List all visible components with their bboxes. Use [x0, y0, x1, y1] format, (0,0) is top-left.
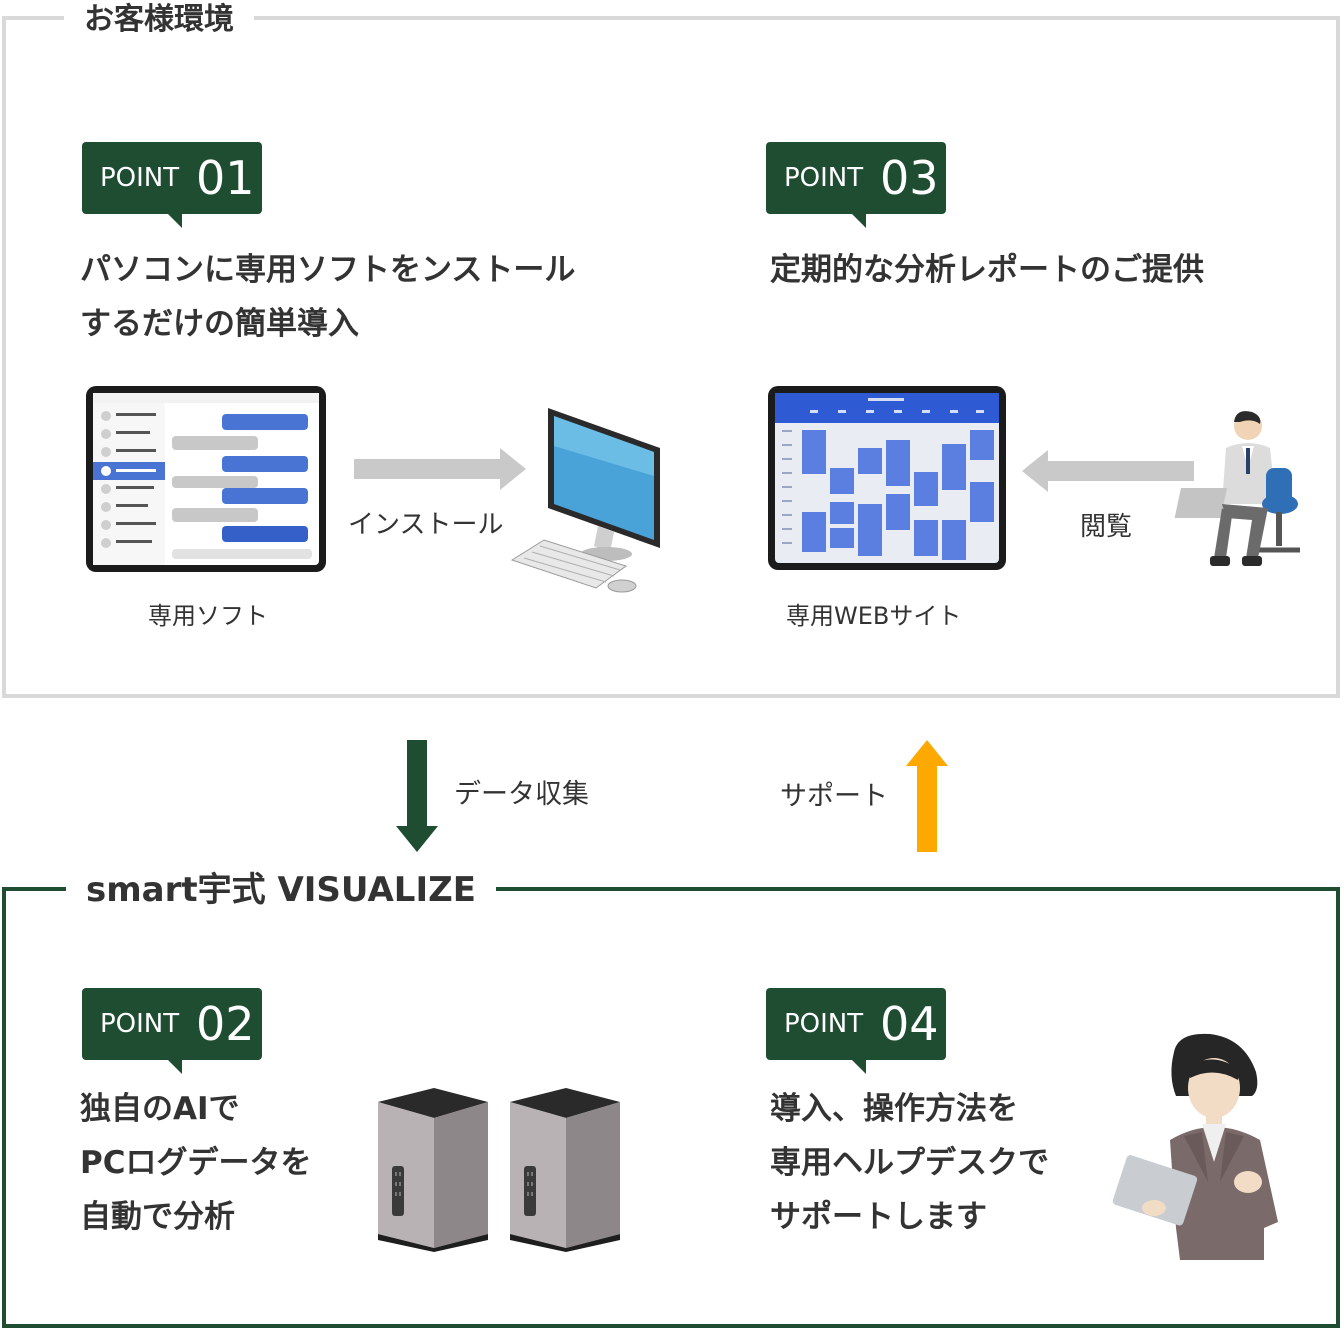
visualize-title: smart宇式 VISUALIZE	[66, 868, 496, 912]
point-word: POINT	[784, 1009, 864, 1039]
point-02-heading-line1: 独自のAIで	[80, 1091, 240, 1127]
point-02-heading-line3: 自動で分析	[80, 1199, 235, 1235]
point-01-heading: パソコンに専用ソフトをンストール するだけの簡単導入	[80, 243, 575, 351]
help-desk-staff-illustration	[1112, 1033, 1278, 1260]
point-word: POINT	[100, 1009, 180, 1039]
point-02-heading-line2: PCログデータを	[80, 1145, 312, 1181]
visualize-section	[2, 887, 1340, 1328]
software-tablet-illustration	[86, 386, 326, 572]
point-02-badge: POINT 02	[82, 988, 262, 1074]
point-04-heading-line1: 導入、操作方法を	[770, 1091, 1018, 1127]
view-label: 閲覧	[1080, 512, 1133, 542]
point-03-heading: 定期的な分析レポートのご提供	[770, 252, 1204, 288]
customer-environment-title: お客様環境	[64, 0, 254, 40]
ai-servers-illustration	[378, 1088, 620, 1252]
businessman-with-laptop-illustration	[1174, 411, 1300, 566]
install-label: インストール	[348, 510, 504, 540]
view-arrow	[1022, 450, 1194, 492]
data-collection-label: データ収集	[454, 779, 589, 810]
point-word: POINT	[100, 163, 180, 193]
point-04-heading-line3: サポートします	[770, 1199, 987, 1235]
install-arrow	[354, 448, 526, 490]
point-03-badge: POINT 03	[766, 142, 946, 228]
point-01-badge: POINT 01	[82, 142, 262, 228]
customer-environment-section	[2, 16, 1340, 698]
web-site-tablet-illustration	[768, 386, 1006, 570]
point-04-heading: 導入、操作方法を 専用ヘルプデスクで サポートします	[770, 1082, 1049, 1244]
point-number: 04	[880, 997, 939, 1051]
point-number: 03	[880, 151, 939, 205]
point-01-heading-line1: パソコンに専用ソフトをンストール	[80, 252, 576, 288]
point-number: 01	[196, 151, 255, 205]
point-number: 02	[196, 997, 255, 1051]
support-up-arrow	[906, 740, 948, 852]
server-right	[510, 1088, 620, 1252]
web-site-caption: 専用WEBサイト	[786, 602, 962, 630]
point-01-heading-line2: するだけの簡単導入	[80, 306, 359, 342]
desktop-computer-illustration	[510, 408, 660, 593]
software-caption: 専用ソフト	[148, 602, 268, 630]
server-left	[378, 1088, 488, 1252]
point-word: POINT	[784, 163, 864, 193]
data-collection-down-arrow	[396, 740, 438, 852]
support-label: サポート	[780, 781, 888, 812]
point-04-badge: POINT 04	[766, 988, 946, 1074]
point-02-heading: 独自のAIで PCログデータを 自動で分析	[80, 1082, 311, 1244]
point-04-heading-line2: 専用ヘルプデスクで	[770, 1145, 1049, 1181]
